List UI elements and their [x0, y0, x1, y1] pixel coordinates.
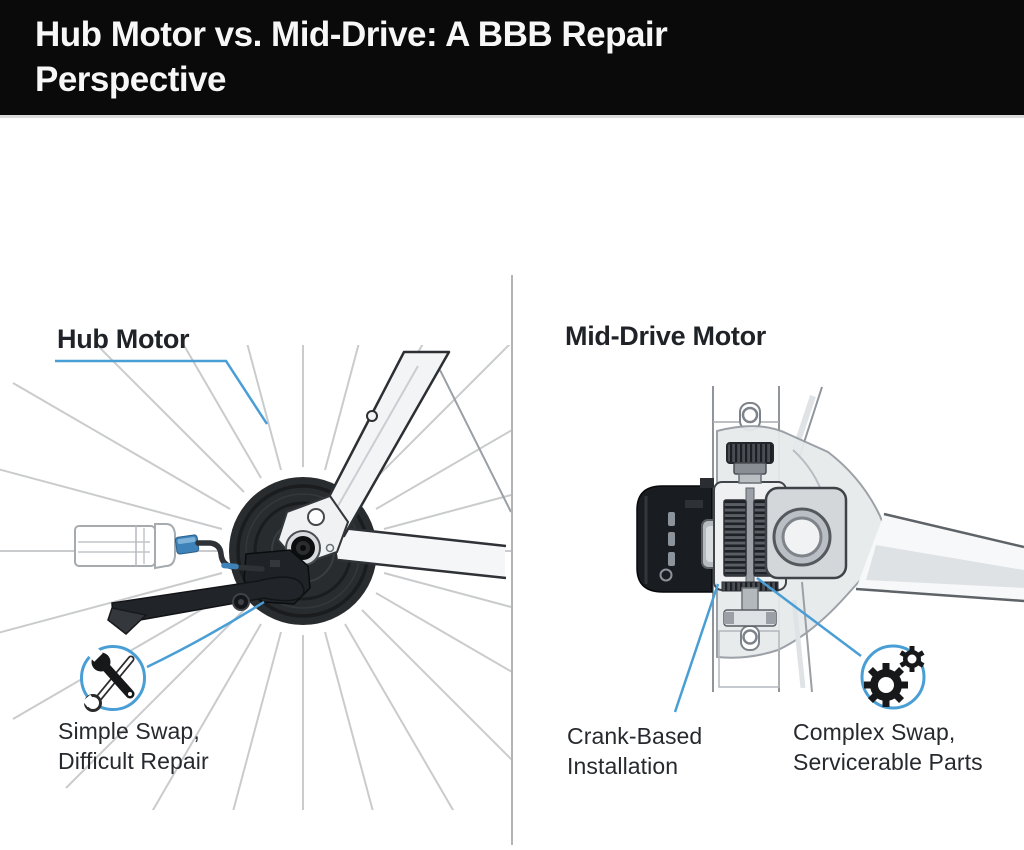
page-title: Hub Motor vs. Mid-Drive: A BBB Repair Pe… — [35, 12, 668, 102]
gears-icon — [860, 644, 926, 710]
battery-connector — [74, 523, 200, 570]
cable-plug — [174, 534, 200, 555]
wrench-circle-leader-line — [146, 600, 265, 669]
mid-drive-motor-label: Mid-Drive Motor — [565, 321, 766, 351]
large-gear — [864, 663, 908, 707]
adjustment-knob — [726, 442, 774, 484]
mid-drive-illustration — [636, 386, 1024, 713]
hub-motor-label: Hub Motor — [57, 324, 190, 354]
wrench-tools-icon — [80, 645, 146, 712]
hub-label-leader-line — [55, 359, 269, 425]
crank-installation-caption: Crank-Based Installation — [567, 721, 702, 781]
swap-caption-line-2: Servicerable Parts — [793, 749, 983, 775]
torque-arm — [107, 576, 305, 635]
hub-motor-caption: Simple Swap, Difficult Repair — [58, 716, 209, 776]
crank-caption-line-1: Crank-Based — [567, 723, 703, 749]
gears-leader-line — [756, 577, 862, 657]
page-title-line-1: Hub Motor vs. Mid-Drive: A BBB Repair — [35, 15, 668, 54]
panel-divider — [511, 275, 513, 845]
page-title-line-2: Perspective — [35, 60, 227, 99]
crank-leader-line — [673, 583, 720, 713]
chainstay-right — [855, 512, 1024, 603]
chainring-bearing — [764, 486, 848, 580]
crank-caption-line-2: Installation — [567, 753, 679, 779]
motor-unit — [636, 478, 714, 593]
hub-motor-illustration — [0, 345, 511, 810]
hub-caption-line-1: Simple Swap, — [58, 718, 200, 744]
power-cable — [195, 540, 265, 572]
fork-blade — [315, 350, 511, 538]
header-band: Hub Motor vs. Mid-Drive: A BBB Repair Pe… — [0, 0, 1024, 118]
swap-caption-line-1: Complex Swap, — [793, 719, 956, 745]
bottom-bracket — [723, 587, 777, 627]
chainstay — [332, 525, 507, 580]
down-tube-lower — [718, 581, 813, 693]
brake-boss — [366, 410, 378, 422]
complex-swap-caption: Complex Swap, Servicerable Parts — [793, 717, 983, 777]
small-gear — [899, 646, 925, 672]
hub-caption-line-2: Difficult Repair — [58, 748, 209, 774]
